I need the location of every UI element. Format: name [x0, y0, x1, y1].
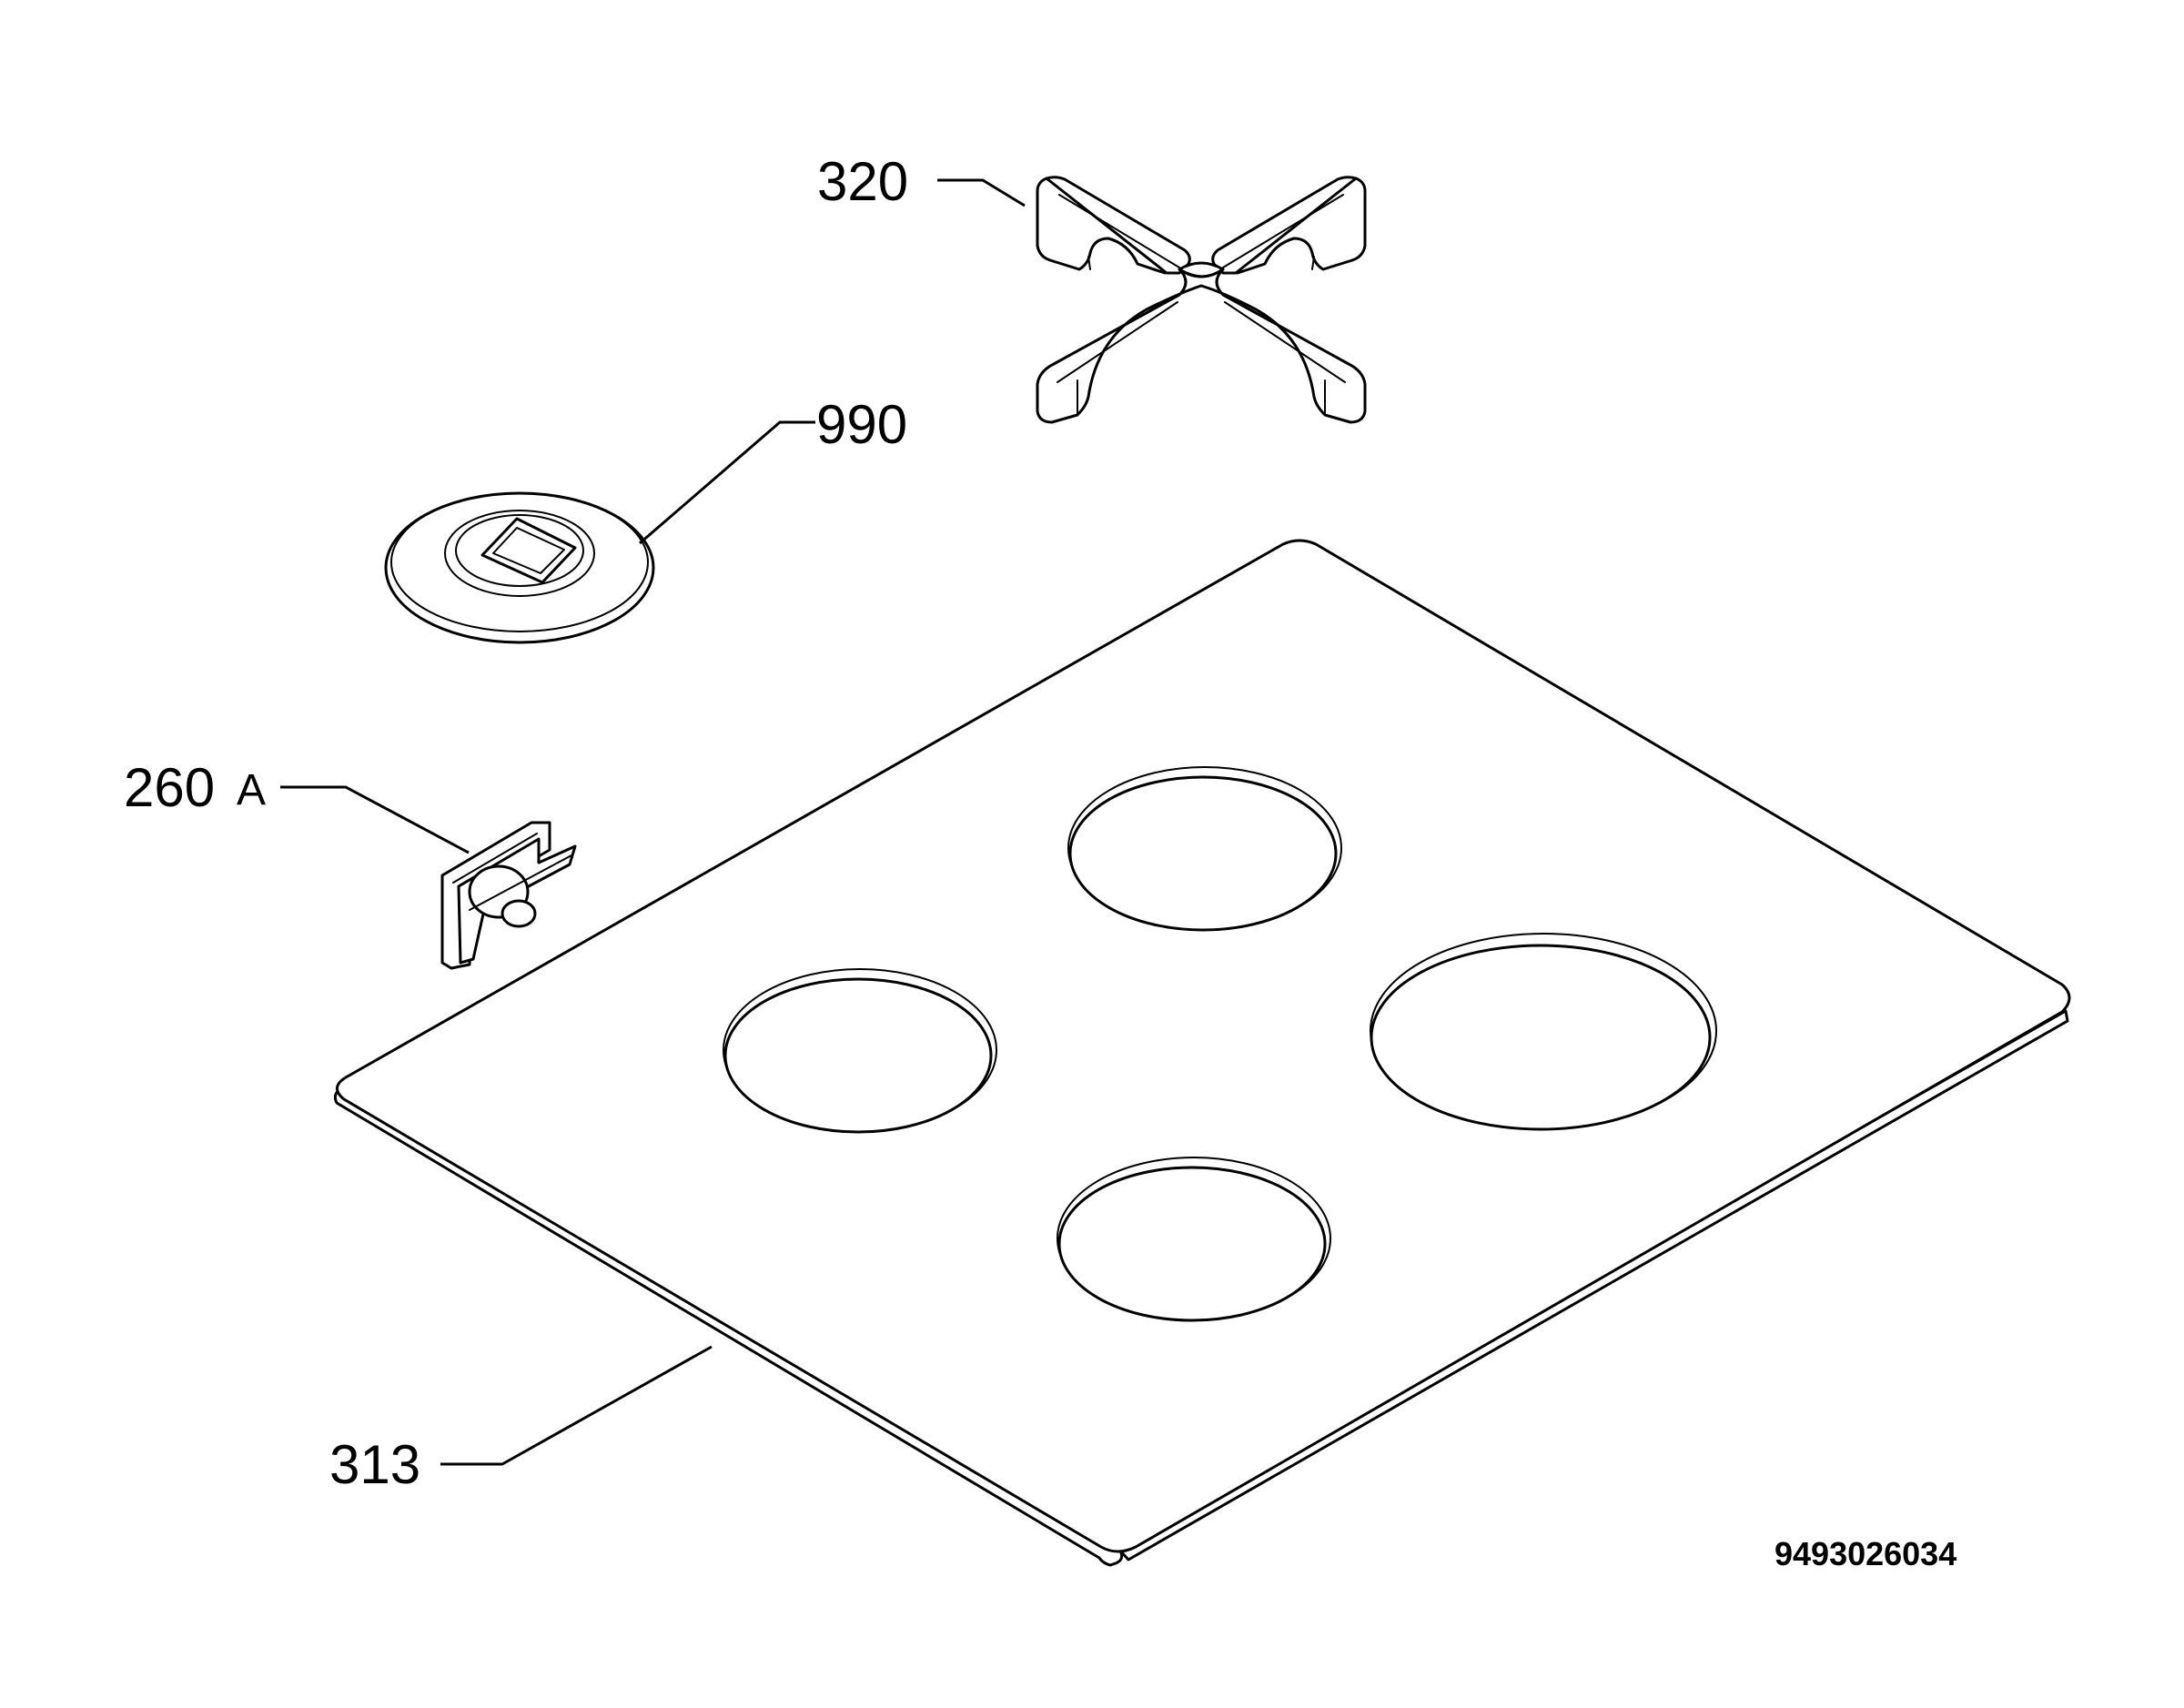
burner-hole-rear: [1067, 766, 1342, 932]
part-label-313: 313: [329, 1434, 420, 1495]
leader-990: [639, 420, 815, 545]
part-label-320: 320: [817, 151, 908, 212]
burner-cap: [384, 491, 655, 644]
leader-260a: [280, 785, 470, 854]
pan-support: [1036, 176, 1367, 424]
part-label-260: 260: [124, 757, 215, 818]
part-label-260-suffix: A: [237, 766, 266, 814]
clip: [440, 821, 577, 970]
part-label-990: 990: [816, 394, 907, 455]
burner-hole-right: [1370, 933, 1717, 1131]
burner-hole-front: [1057, 1157, 1331, 1322]
leader-313: [440, 1345, 713, 1466]
document-number: 9493026034: [1774, 1535, 1956, 1572]
burner-hole-left: [723, 968, 997, 1134]
leader-320: [937, 178, 1026, 207]
hob-top-plate: [333, 539, 2071, 1567]
